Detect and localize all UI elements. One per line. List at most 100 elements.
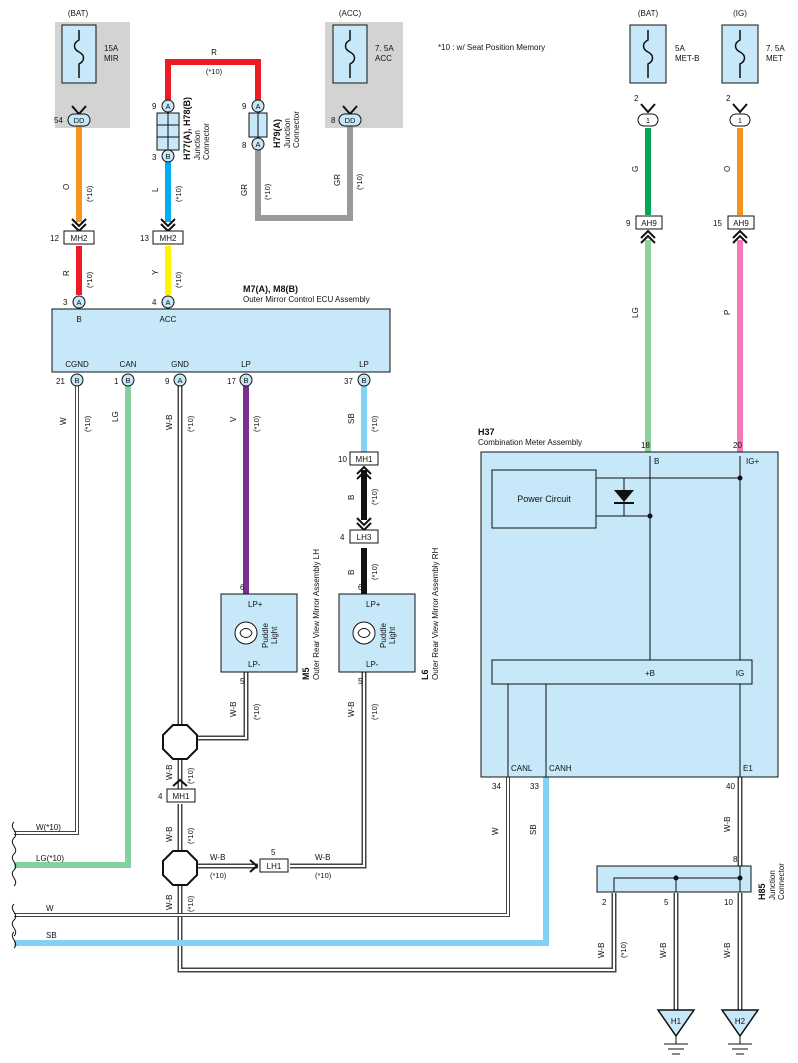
connector-ah9-b: AH9 15 xyxy=(713,215,755,244)
lh1-label: LH1 xyxy=(267,862,282,871)
junction-h85: 8 2 5 10 H85 Junction Connector xyxy=(596,855,786,907)
mirror-rh-light2: Light xyxy=(388,626,397,644)
h77-desc2: Connector xyxy=(202,123,211,160)
junction-h79: A 9 A 8 H79(A) Junction Connector xyxy=(242,99,301,151)
wire-l-label: L xyxy=(151,187,160,192)
mirror-lh: 6 LP+ LP- Puddle Light 5 M5 Outer Rear V… xyxy=(220,549,321,686)
wire-star10-c: (*10) xyxy=(174,185,183,202)
wire-wb-label-s2: W-B xyxy=(165,895,174,910)
wire-wb-label-e1: W-B xyxy=(723,817,732,832)
lh3-label: LH3 xyxy=(357,533,372,542)
mirror-lh-light1: Puddle xyxy=(261,623,270,648)
terminal-met-pin: 2 xyxy=(726,94,731,103)
ecu-id: M7(A), M8(B) xyxy=(243,284,298,294)
wire-star10-t: (*10) xyxy=(619,941,628,958)
terminal-acc-dd-label: DD xyxy=(345,116,356,125)
wire-star10-loop: (*10) xyxy=(206,67,223,76)
terminal-mir-dd-label: DD xyxy=(74,116,85,125)
wire-w-label-cgnd: W xyxy=(59,417,68,425)
wire-w10-label: W(*10) xyxy=(36,823,61,832)
mh2-b-label: MH2 xyxy=(160,234,177,243)
wire-star10-o: (*10) xyxy=(186,827,195,844)
fuse-acc-name: ACC xyxy=(375,54,392,63)
ecu-label-acc: ACC xyxy=(160,315,177,324)
meter-id: H37 xyxy=(478,427,495,437)
diode-icon xyxy=(614,490,634,502)
terminal-metb-pin: 2 xyxy=(634,94,639,103)
meter-inner-plusb: +B xyxy=(645,669,655,678)
fuse-acc-rating: 7. 5A xyxy=(375,44,394,53)
h85-desc1: Junction xyxy=(768,870,777,900)
fuse-acc: (ACC) 7. 5A ACC xyxy=(325,9,403,128)
fuse-acc-source: (ACC) xyxy=(339,9,362,18)
wire-skyblue-canh xyxy=(14,777,549,946)
connector-lh3: LH3 4 xyxy=(340,517,379,544)
terminal-mir-dd: DD 54 xyxy=(54,105,91,127)
wire-wb-lh-outline xyxy=(196,672,249,741)
wire-wb-rh xyxy=(290,672,365,867)
mirror-lh-top-pin: 6 xyxy=(240,583,245,592)
connector-mh1-lower: MH1 4 xyxy=(158,778,196,803)
ecu-conn-gnd: A xyxy=(177,376,182,385)
wire-b-label-b: B xyxy=(347,570,356,575)
wire-star10-f: (*10) xyxy=(355,173,364,190)
meter-label-canh: CANH xyxy=(549,764,572,773)
wire-gr-label-a: GR xyxy=(240,184,249,196)
ecu-label-lp-lh: LP xyxy=(241,360,251,369)
fuse-met-icon xyxy=(734,30,746,78)
ecu-conn-lp-rh: B xyxy=(361,376,366,385)
h85-pin2: 2 xyxy=(602,898,607,907)
wire-wb-label-gnd: W-B xyxy=(165,415,174,430)
ecu-conn-lp-lh: B xyxy=(243,376,248,385)
ground-h2-icon xyxy=(720,1009,760,1038)
fuse-mir-source: (BAT) xyxy=(68,9,89,18)
lh3-pin: 4 xyxy=(340,533,345,542)
ah9-a-pin: 9 xyxy=(626,219,631,228)
fuse-met-b: (BAT) 5A MET-B xyxy=(629,9,699,84)
meter-inner-ig: IG xyxy=(736,669,744,678)
meter-label-igplus: IG+ xyxy=(746,457,759,466)
wire-b-label-a: B xyxy=(347,495,356,500)
ecu-top-conn-acc: A xyxy=(165,298,170,307)
power-circuit-box xyxy=(491,469,597,529)
wire-o-label: O xyxy=(62,184,71,190)
wire-wb-label-h1: W-B xyxy=(659,943,668,958)
fuse-metb-icon xyxy=(642,30,654,78)
break-mark-b xyxy=(11,853,17,887)
wire-white-canl-outline xyxy=(14,777,510,917)
fuse-met: (IG) 7. 5A MET xyxy=(721,9,785,84)
mirror-lh-bottom-pin: 5 xyxy=(240,677,245,686)
wire-wb-label-s1: W-B xyxy=(165,765,174,780)
terminal-met-num: 1 xyxy=(738,116,742,125)
wire-wb-label-mh1: W-B xyxy=(165,827,174,842)
fuse-mir-rating: 15A xyxy=(104,44,119,53)
h85-pin5: 5 xyxy=(664,898,669,907)
fuse-metb-rating: 5A xyxy=(675,44,685,53)
mh2-a-label: MH2 xyxy=(71,234,88,243)
wire-r-label-b: R xyxy=(62,270,71,276)
meter-pin-canl: 34 xyxy=(492,782,501,791)
h79-desc2: Connector xyxy=(292,111,301,148)
meter-pin-b: 18 xyxy=(641,441,650,450)
wire-white-cgnd-outline xyxy=(14,386,79,835)
fuse-mir-name: MIR xyxy=(104,54,119,63)
wire-white-cgnd xyxy=(14,386,78,834)
wire-star10-e: (*10) xyxy=(263,183,272,200)
h77-bottom-conn: B xyxy=(165,152,170,161)
wire-g-label: G xyxy=(631,166,640,172)
h79-desc1: Junction xyxy=(283,118,292,148)
mh1-upper-pin: 10 xyxy=(338,455,347,464)
h79-id: H79(A) xyxy=(272,119,282,148)
wire-lg-label-can: LG xyxy=(111,411,120,422)
wire-lg10-label: LG(*10) xyxy=(36,854,64,863)
ah9-a-label: AH9 xyxy=(641,219,657,228)
wire-w-label-canl: W xyxy=(491,827,500,835)
wire-wb-rh-outline xyxy=(290,672,367,869)
fuse-mir: (BAT) 15A MIR xyxy=(55,9,130,128)
mirror-rh-pos: LP+ xyxy=(366,600,381,609)
wire-star10-n: (*10) xyxy=(186,767,195,784)
meter-pin-e1: 40 xyxy=(726,782,735,791)
power-circuit-label: Power Circuit xyxy=(517,494,571,504)
wire-r-label-loop: R xyxy=(211,48,217,57)
wire-wb-label-h2: W-B xyxy=(723,943,732,958)
